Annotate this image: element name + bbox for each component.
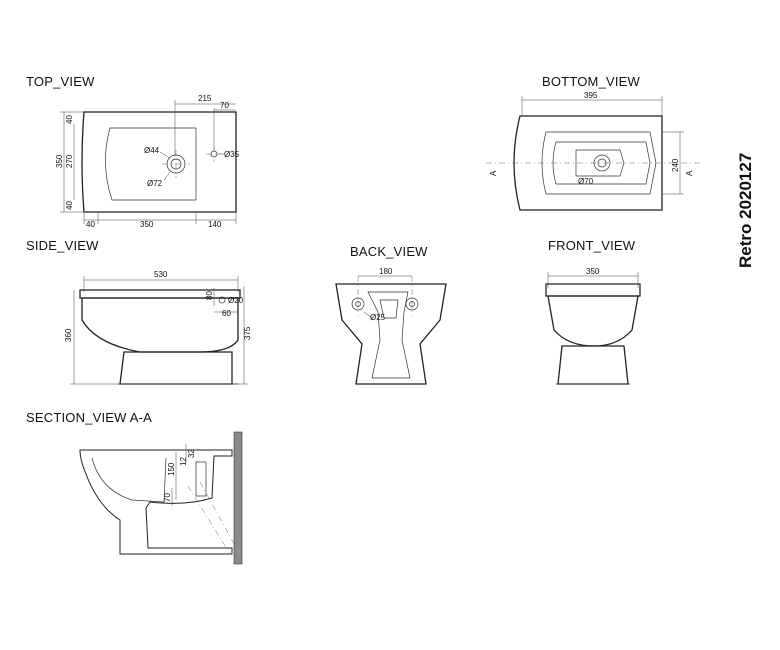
dim-top-d44: Ø44 [144, 146, 160, 155]
dim-top-40-lower: 40 [65, 201, 74, 210]
bottom-view [486, 96, 700, 211]
dim-bottom-d70: Ø70 [578, 177, 594, 186]
dim-section-32: 32 [187, 449, 196, 458]
top-view-title: TOP_VIEW [26, 74, 95, 89]
dim-top-d35: Ø35 [224, 150, 240, 159]
dim-front-350: 350 [586, 267, 600, 276]
dim-side-80: 80 [205, 291, 214, 300]
dim-back-180: 180 [379, 267, 393, 276]
dim-section-150: 150 [167, 462, 176, 476]
side-view [70, 276, 248, 385]
back-view-title: BACK_VIEW [350, 244, 428, 259]
dim-side-360: 360 [64, 328, 73, 342]
dim-section-70: 70 [163, 493, 172, 502]
dim-top-350-width: 350 [140, 220, 154, 229]
dim-side-60: 60 [222, 309, 231, 318]
dim-bottom-240: 240 [671, 158, 680, 172]
section-view-title: SECTION_VIEW A-A [26, 410, 153, 425]
dim-top-40-width: 40 [86, 220, 95, 229]
dim-top-70: 70 [220, 101, 229, 110]
dim-top-350-height: 350 [55, 154, 64, 168]
front-view [545, 272, 641, 385]
dim-side-530: 530 [154, 270, 168, 279]
dim-section-12: 12 [179, 457, 188, 466]
section-mark-a-right: A [685, 170, 694, 176]
section-mark-a-left: A [489, 170, 498, 176]
bottom-view-title: BOTTOM_VIEW [542, 74, 641, 89]
section-view [79, 431, 243, 565]
dim-top-40-upper: 40 [65, 115, 74, 124]
top-view [60, 100, 237, 224]
side-view-title: SIDE_VIEW [26, 238, 99, 253]
dim-back-d25: Ø25 [370, 313, 386, 322]
front-view-title: FRONT_VIEW [548, 238, 636, 253]
dim-side-375: 375 [243, 326, 252, 340]
dim-top-215: 215 [198, 94, 212, 103]
dim-top-d72: Ø72 [147, 179, 163, 188]
dim-bottom-395: 395 [584, 91, 598, 100]
dim-top-270: 270 [65, 154, 74, 168]
product-code: Retro 2020127 [736, 152, 755, 268]
back-view [335, 275, 447, 385]
dim-side-d20: Ø20 [228, 296, 244, 305]
dim-top-140: 140 [208, 220, 222, 229]
